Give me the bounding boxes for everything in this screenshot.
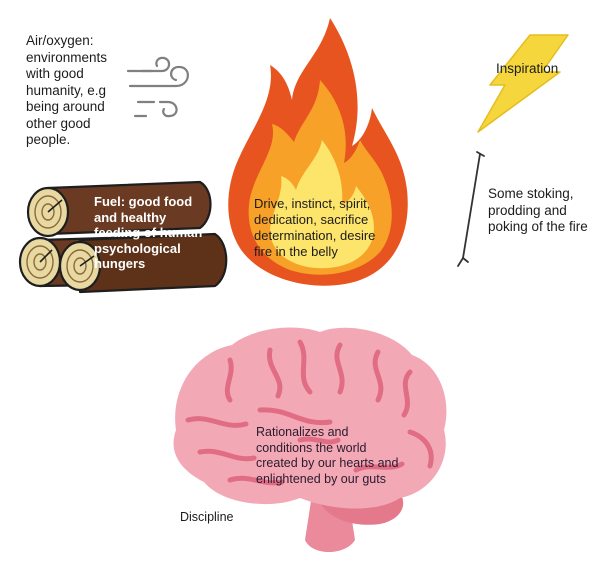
air-oxygen-text: Air/oxygen: environments with good human… (26, 33, 108, 147)
fuel-text: Fuel: good food and healthy feeding of h… (94, 194, 203, 271)
discipline-label: Discipline (180, 510, 234, 524)
stoking-text: Some stoking, prodding and poking of the… (488, 186, 588, 234)
inspiration-label: Inspiration (496, 61, 559, 76)
fire-text: Drive, instinct, spirit, dedication, sac… (254, 196, 376, 259)
brain-text: Rationalizes and conditions the world cr… (256, 425, 399, 486)
flame-inner (270, 140, 374, 269)
log-bottom-right (78, 232, 228, 294)
log-top (46, 180, 212, 236)
